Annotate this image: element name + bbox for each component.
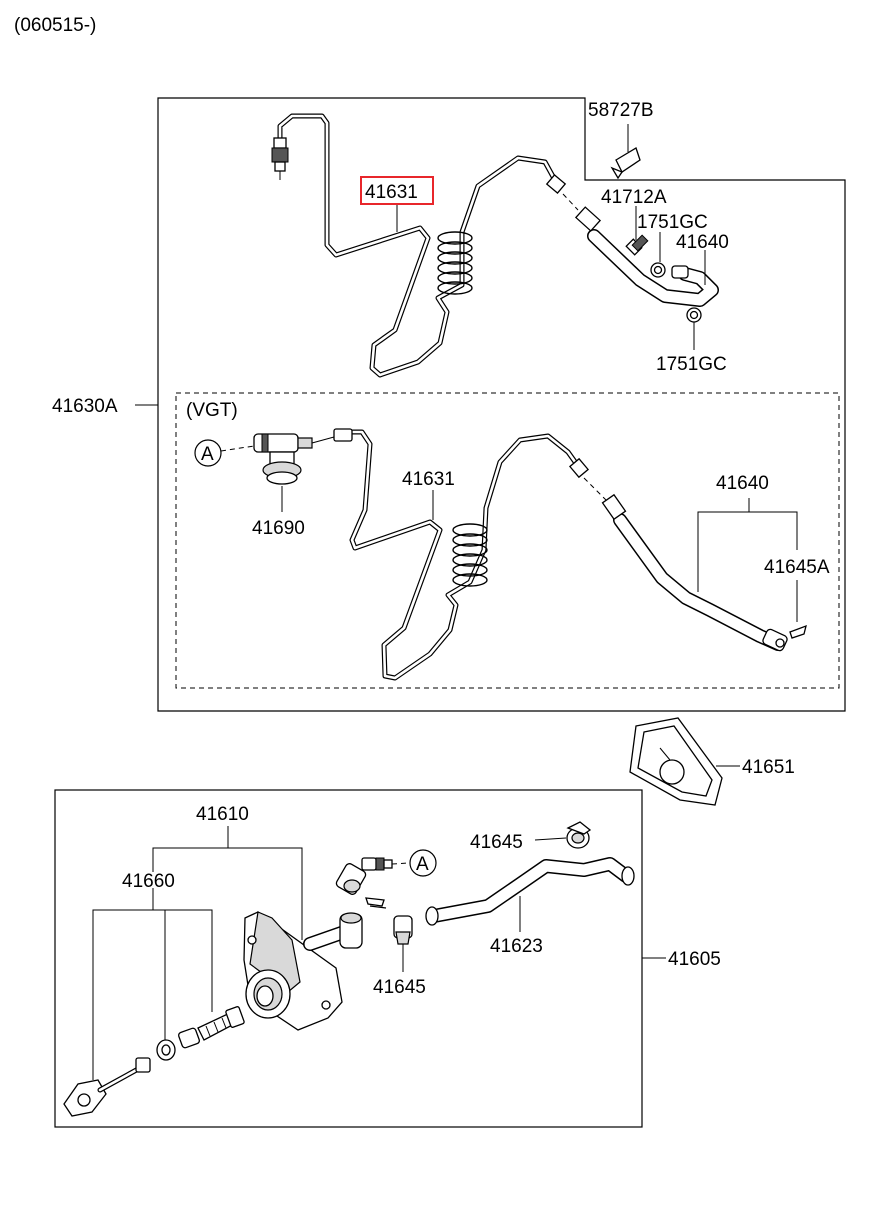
callout-1751gc-a: 1751GC	[637, 212, 708, 233]
callout-41645-top: 41645	[470, 832, 523, 853]
group-41630a-frame	[157, 97, 846, 712]
callout-41640-top: 41640	[676, 232, 729, 253]
clutch-tube-vgt	[333, 428, 581, 681]
callout-41631-top: 41631	[365, 182, 418, 203]
ref-a-1-letter: A	[201, 444, 214, 465]
ref-circle-a-2: A	[409, 849, 437, 877]
clamp-41645-top	[566, 821, 592, 849]
callout-41623: 41623	[490, 936, 543, 957]
clamp-41645-bottom	[393, 915, 413, 945]
hose-41640-upper	[574, 206, 719, 307]
fitting-41690	[253, 433, 335, 512]
callout-41651: 41651	[742, 757, 795, 778]
vgt-label: (VGT)	[186, 400, 238, 421]
callout-41610: 41610	[196, 804, 249, 825]
release-cylinder-41610	[243, 911, 363, 1031]
clip-41645a	[789, 624, 807, 639]
highlight-box-41631	[360, 176, 434, 205]
leader-lines-upper	[135, 124, 706, 406]
callout-41690: 41690	[252, 518, 305, 539]
gasket-1751gc-b-inner	[689, 310, 699, 320]
callout-58727b: 58727B	[588, 100, 654, 121]
callout-41660: 41660	[122, 871, 175, 892]
callout-41605: 41605	[668, 949, 721, 970]
gasket-41651	[629, 717, 740, 806]
callout-41640-vgt: 41640	[716, 473, 769, 494]
gasket-1751gc-a-inner	[653, 265, 663, 275]
hose-41640-vgt	[601, 493, 788, 652]
vgt-subgroup-frame	[175, 392, 840, 689]
leader-lines-lower	[92, 826, 666, 1080]
callout-41645-bottom: 41645	[373, 977, 426, 998]
hose-41623	[425, 857, 635, 926]
clip-58727b	[610, 147, 641, 180]
push-rod-41660	[63, 1006, 245, 1117]
coil-spring-upper	[437, 231, 473, 295]
ref-circle-a-1: A	[194, 439, 255, 467]
tube-end-fitting-upper	[271, 137, 289, 180]
callout-41645a: 41645A	[764, 557, 830, 578]
date-code-label: (060515-)	[14, 15, 96, 36]
callout-41630a: 41630A	[52, 396, 118, 417]
fitting-connector-lower	[335, 857, 410, 909]
bolt-41712a	[625, 234, 649, 256]
coil-spring-vgt	[452, 523, 488, 587]
callout-41712a: 41712A	[601, 187, 667, 208]
group-41605-frame	[54, 789, 643, 1128]
callout-41631-vgt: 41631	[402, 469, 455, 490]
leader-lines-vgt	[432, 490, 798, 622]
clutch-tube-upper	[277, 113, 559, 378]
callout-1751gc-b: 1751GC	[656, 354, 727, 375]
ref-a-2-letter: A	[416, 854, 429, 875]
tube-nut-vgt	[568, 457, 607, 501]
tube-nut-upper	[545, 173, 579, 211]
